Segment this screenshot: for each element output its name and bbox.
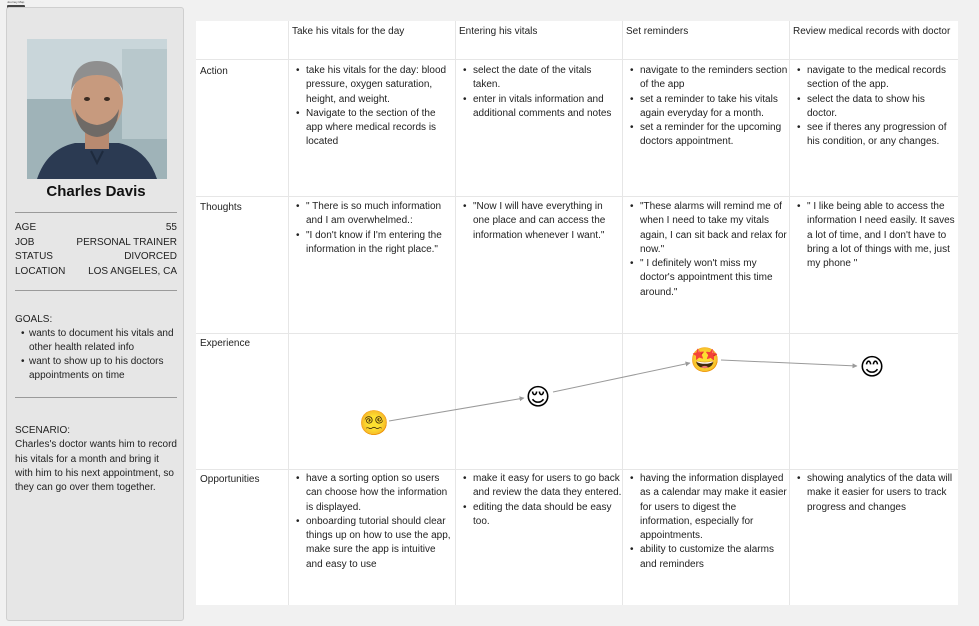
- column-divider: [789, 21, 790, 605]
- smiling-face-icon: 😊: [859, 354, 884, 381]
- action-item: navigate to the reminders section of the…: [629, 64, 789, 93]
- stage-header: Set reminders: [626, 26, 689, 37]
- attribute-value: DIVORCED: [124, 251, 177, 262]
- row-label-thoughts: Thoughts: [200, 202, 242, 213]
- attribute-value: LOS ANGELES, CA: [88, 265, 177, 277]
- action-item: take his vitals for the day: blood press…: [295, 64, 451, 107]
- action-item: select the date of the vitals taken.: [462, 64, 620, 93]
- attribute-value: PERSONAL TRAINER: [76, 236, 177, 248]
- experience-connector: [388, 396, 525, 422]
- relieved-face-icon: 😌: [525, 384, 550, 411]
- thought-item: " I definitely won't miss my doctor's ap…: [629, 257, 789, 300]
- persona-scenario: SCENARIO: Charles's doctor wants him to …: [15, 424, 179, 495]
- persona-attributes: AGE 55 JOB PERSONAL TRAINER STATUS DIVOR…: [15, 221, 177, 279]
- action-item: set a reminder to take his vitals again …: [629, 93, 789, 122]
- attribute-label: STATUS: [15, 251, 53, 262]
- goals-title: GOALS:: [15, 314, 53, 325]
- divider: [15, 290, 177, 291]
- attribute-row: LOCATION LOS ANGELES, CA: [15, 265, 177, 280]
- action-item: set a reminder for the upcoming doctors …: [629, 121, 789, 150]
- thought-item: " There is so much information and I am …: [295, 200, 451, 229]
- action-cell: select the date of the vitals taken. ent…: [462, 64, 620, 121]
- attribute-label: JOB: [15, 236, 35, 248]
- thought-cell: " I like being able to access the inform…: [796, 200, 956, 271]
- action-cell: navigate to the medical records section …: [796, 64, 954, 150]
- divider: [15, 397, 177, 398]
- thought-cell: "These alarms will remind me of when I n…: [629, 200, 789, 300]
- journey-map-board: Take his vitals for the day Entering his…: [196, 21, 958, 605]
- opportunity-cell: showing analytics of the data will make …: [796, 472, 954, 515]
- opportunity-cell: have a sorting option so users can choos…: [295, 472, 453, 572]
- thought-item: "I don't know if I'm entering the inform…: [295, 229, 451, 258]
- experience-connector: [720, 359, 858, 369]
- row-divider: [196, 469, 958, 470]
- experience-connector: [552, 361, 691, 393]
- thought-cell: " There is so much information and I am …: [295, 200, 451, 257]
- opportunity-cell: having the information displayed as a ca…: [629, 472, 789, 572]
- thought-item: "These alarms will remind me of when I n…: [629, 200, 789, 257]
- persona-photo: [27, 39, 167, 179]
- action-item: enter in vitals information and addition…: [462, 93, 620, 122]
- row-label-experience: Experience: [200, 338, 251, 349]
- stage-header: Review medical records with doctor: [793, 26, 951, 37]
- attribute-value: 55: [165, 222, 177, 233]
- frame-title: Journey Map: [7, 0, 25, 4]
- persona-portrait-image: [27, 39, 167, 179]
- row-divider: [196, 333, 958, 334]
- column-divider: [288, 21, 289, 605]
- action-item: select the data to show his doctor.: [796, 93, 954, 122]
- row-label-action: Action: [200, 66, 228, 77]
- persona-goals: GOALS: wants to document his vitals and …: [15, 313, 179, 383]
- scenario-text: Charles's doctor wants him to record his…: [15, 439, 177, 494]
- goals-list: wants to document his vitals and other h…: [15, 327, 179, 383]
- experience-curve: 😵‍💫 😌 🤩 😊: [359, 347, 884, 437]
- stage-header: Take his vitals for the day: [292, 26, 405, 37]
- attribute-label: LOCATION: [15, 265, 66, 277]
- action-cell: navigate to the reminders section of the…: [629, 64, 789, 150]
- stage-header: Entering his vitals: [459, 26, 538, 37]
- action-item: navigate to the medical records section …: [796, 64, 954, 93]
- action-item: see if theres any progression of his con…: [796, 121, 954, 150]
- opportunity-item: have a sorting option so users can choos…: [295, 472, 453, 515]
- thought-item: " I like being able to access the inform…: [796, 200, 956, 271]
- goal-item: want to show up to his doctors appointme…: [21, 355, 179, 383]
- attribute-label: AGE: [15, 222, 37, 233]
- persona-name: Charles Davis: [46, 183, 146, 200]
- opportunity-item: make it easy for users to go back and re…: [462, 472, 622, 501]
- persona-card: Charles Davis AGE 55 JOB PERSONAL TRAINE…: [6, 7, 184, 621]
- row-label-opportunities: Opportunities: [200, 474, 260, 485]
- attribute-row: JOB PERSONAL TRAINER: [15, 236, 177, 251]
- attribute-row: STATUS DIVORCED: [15, 250, 177, 265]
- star-struck-face-icon: 🤩: [690, 347, 720, 374]
- opportunity-item: onboarding tutorial should clear things …: [295, 515, 453, 572]
- opportunity-item: editing the data should be easy too.: [462, 501, 622, 530]
- column-divider: [455, 21, 456, 605]
- scenario-title: SCENARIO:: [15, 425, 71, 436]
- action-item: Navigate to the section of the app where…: [295, 107, 451, 150]
- opportunity-item: showing analytics of the data will make …: [796, 472, 954, 515]
- goal-item: wants to document his vitals and other h…: [21, 327, 179, 355]
- thought-cell: "Now I will have everything in one place…: [462, 200, 622, 243]
- divider: [15, 212, 177, 213]
- action-cell: take his vitals for the day: blood press…: [295, 64, 451, 150]
- thought-item: "Now I will have everything in one place…: [462, 200, 622, 243]
- dizzy-face-icon: 😵‍💫: [359, 410, 389, 437]
- row-divider: [196, 59, 958, 60]
- column-divider: [622, 21, 623, 605]
- opportunity-item: ability to customize the alarms and remi…: [629, 543, 789, 572]
- attribute-row: AGE 55: [15, 221, 177, 236]
- opportunity-item: having the information displayed as a ca…: [629, 472, 789, 543]
- opportunity-cell: make it easy for users to go back and re…: [462, 472, 622, 529]
- row-divider: [196, 196, 958, 197]
